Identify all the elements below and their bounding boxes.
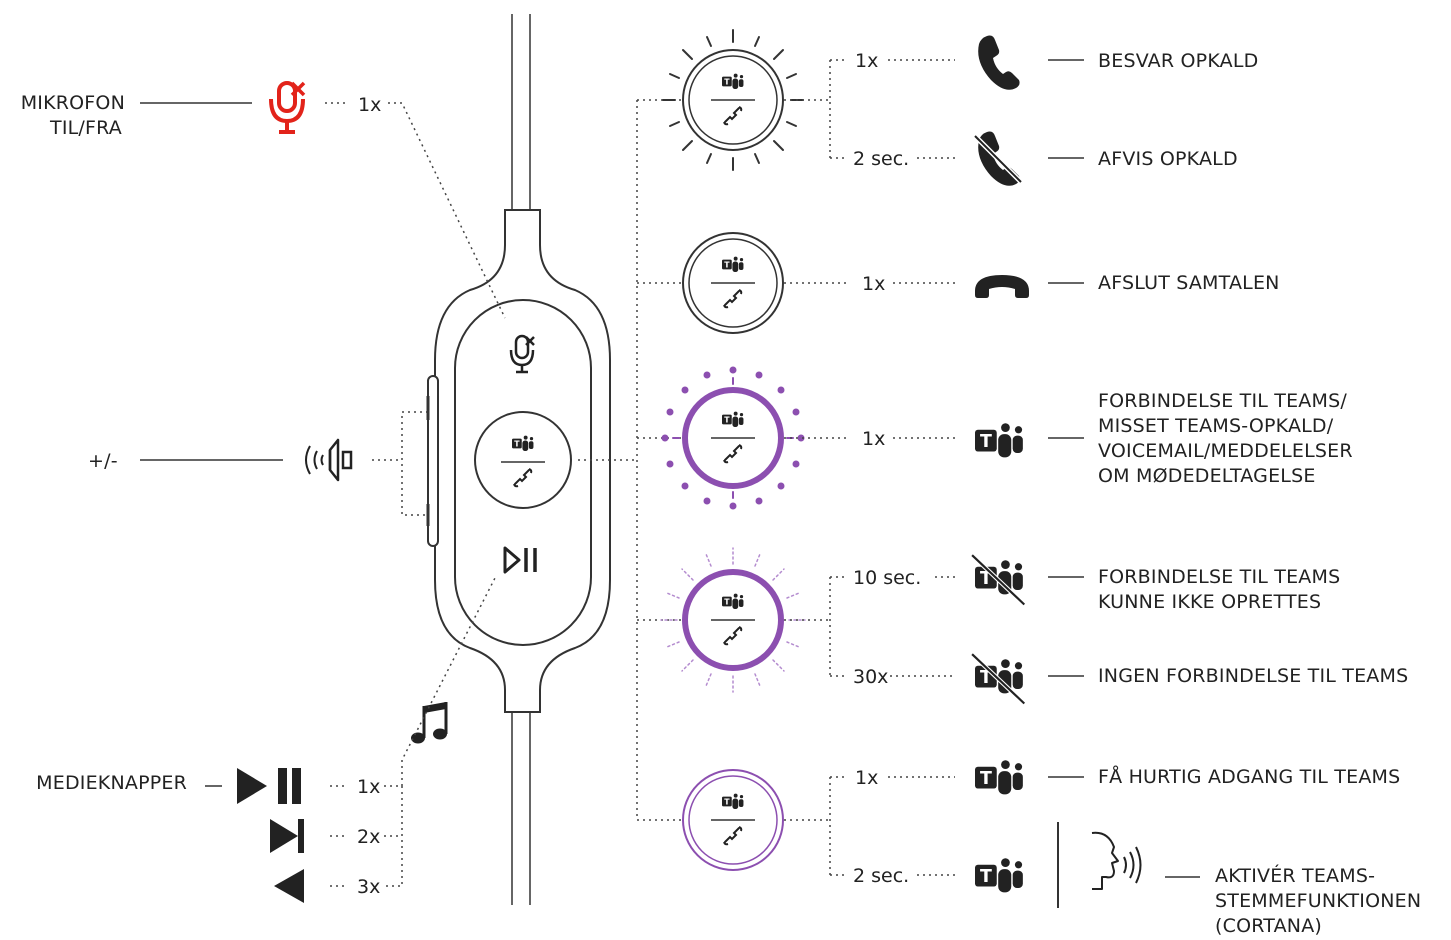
count-voice: 2 sec. [853,865,909,887]
label-voice-1: AKTIVÉR TEAMS- [1215,864,1375,887]
label-teams-notification-2: MISSET TEAMS-OPKALD/ [1098,415,1334,437]
count-quick-access: 1x [855,767,878,789]
count-no-connection: 30x [853,666,888,688]
phone-hangup-icon [975,275,1029,298]
label-answer-call: BESVAR OPKALD [1098,50,1258,72]
play-pause-icon [237,768,301,804]
state-in-call-button [682,232,784,334]
label-quick-access: FÅ HURTIG ADGANG TIL TEAMS [1098,765,1400,788]
count-teams-failed: 10 sec. [853,567,921,589]
label-teams-notification-4: OM MØDEDELTAGELSE [1098,465,1316,487]
label-voice-3: (CORTANA) [1215,915,1322,937]
label-teams-notification-3: VOICEMAIL/MEDDELELSER [1098,440,1353,462]
speaker-volume-icon [305,438,353,482]
label-decline-call: AFVIS OPKALD [1098,148,1238,170]
voice-speaking-icon [1091,831,1142,890]
teams-crossed-icon [970,652,1026,706]
count-answer: 1x [855,50,878,72]
count-end-call: 1x [862,273,885,295]
media-count-2: 2x [357,826,380,848]
label-no-connection: INGEN FORBINDELSE TIL TEAMS [1098,665,1408,687]
label-end-call: AFSLUT SAMTALEN [1098,272,1280,294]
phone-answer-icon [978,35,1020,90]
media-count-3: 3x [357,876,380,898]
mic-count: 1x [358,94,381,116]
controller-mute-icon[interactable] [509,334,535,374]
media-label: MEDIEKNAPPER [36,772,187,794]
teams-icon [975,760,1023,795]
mic-label-line1: MIKROFON [21,92,125,114]
label-voice-2: STEMMEFUNKTIONEN [1215,890,1421,912]
count-teams-notification: 1x [862,428,885,450]
teams-icon [975,423,1023,458]
controller-play-pause-icon[interactable] [503,546,537,574]
count-decline: 2 sec. [853,148,909,170]
next-track-icon [270,819,304,853]
state-teams-idle-button [682,769,784,871]
previous-track-icon [274,869,304,903]
mic-label-line2: TIL/FRA [49,117,122,139]
teams-crossed-icon [970,553,1026,607]
phone-decline-icon [973,131,1023,186]
state-teams-notification-button [661,366,805,510]
label-teams-notification-1: FORBINDELSE TIL TEAMS/ [1098,390,1347,412]
music-note-icon [411,702,448,744]
headset-cable [511,14,531,905]
teams-icon [975,858,1023,893]
label-teams-failed-1: FORBINDELSE TIL TEAMS [1098,566,1340,588]
controller-teams-button[interactable] [474,411,572,509]
state-incoming-call-button [662,29,804,171]
state-teams-connecting-button [660,547,806,693]
volume-label: +/- [88,450,118,472]
media-count-1: 1x [357,776,380,798]
label-teams-failed-2: KUNNE IKKE OPRETTES [1098,591,1321,613]
mic-mute-red-icon [269,81,306,134]
